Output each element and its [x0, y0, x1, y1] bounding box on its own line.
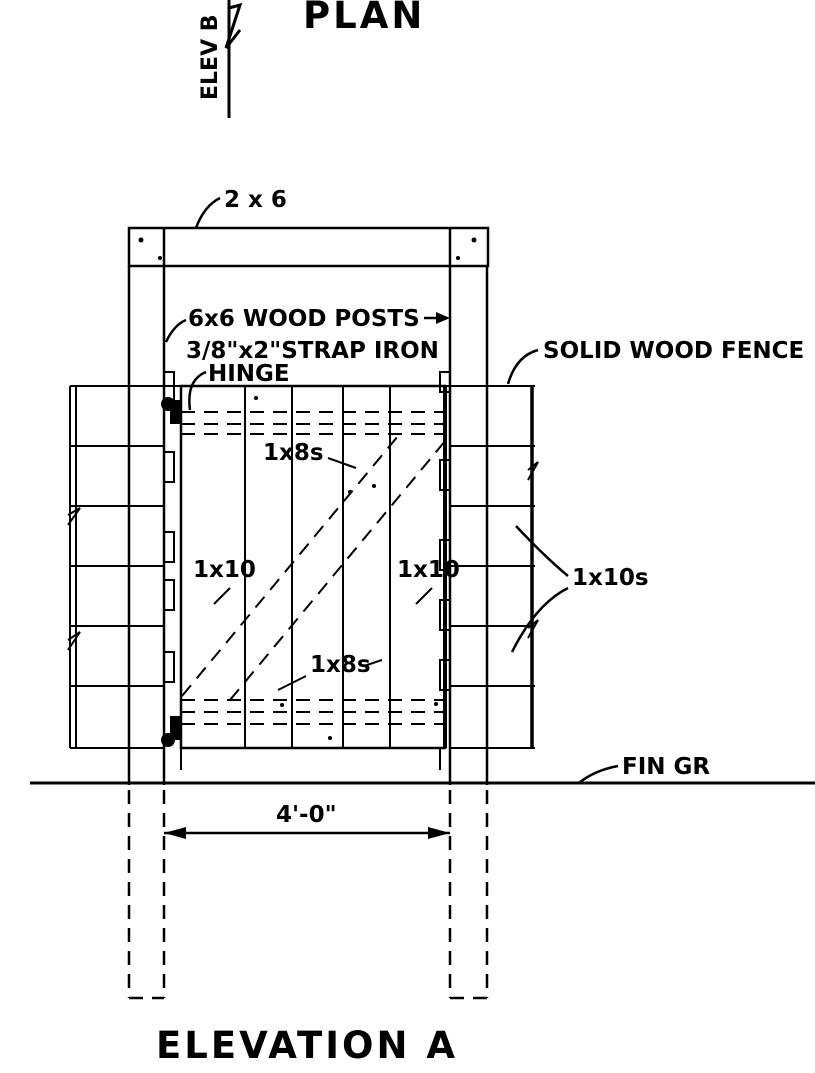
hinge-label: HINGE: [208, 361, 290, 387]
posts-label: 6x6 WOOD POSTS: [188, 306, 420, 332]
gate-width-label: 4'-0": [276, 802, 337, 828]
left-fence: [67, 371, 181, 749]
plan-heading: PLAN: [303, 0, 425, 37]
strap-label: 3/8"x2"STRAP IRON: [186, 338, 439, 364]
elevation-heading: ELEVATION A: [156, 1024, 458, 1067]
right-post: [448, 266, 489, 1000]
gate-panel: [161, 384, 447, 750]
width-dimension: [164, 827, 450, 839]
top-rail-label: 2 x 6: [224, 187, 287, 213]
section-marker: ELEV B: [198, 0, 243, 118]
upper-brace-label: 1x8s: [263, 440, 324, 466]
left-board-label: 1x10: [193, 557, 256, 583]
right-board-label: 1x10: [397, 557, 460, 583]
fence-boards-label: 1x10s: [572, 565, 649, 591]
grade-label: FIN GR: [622, 754, 710, 780]
section-marker-label: ELEV B: [198, 14, 223, 100]
lower-brace-label: 1x8s: [310, 652, 371, 678]
top-frame: [127, 226, 490, 268]
left-post: [127, 266, 166, 1000]
fence-label: SOLID WOOD FENCE: [543, 338, 804, 364]
